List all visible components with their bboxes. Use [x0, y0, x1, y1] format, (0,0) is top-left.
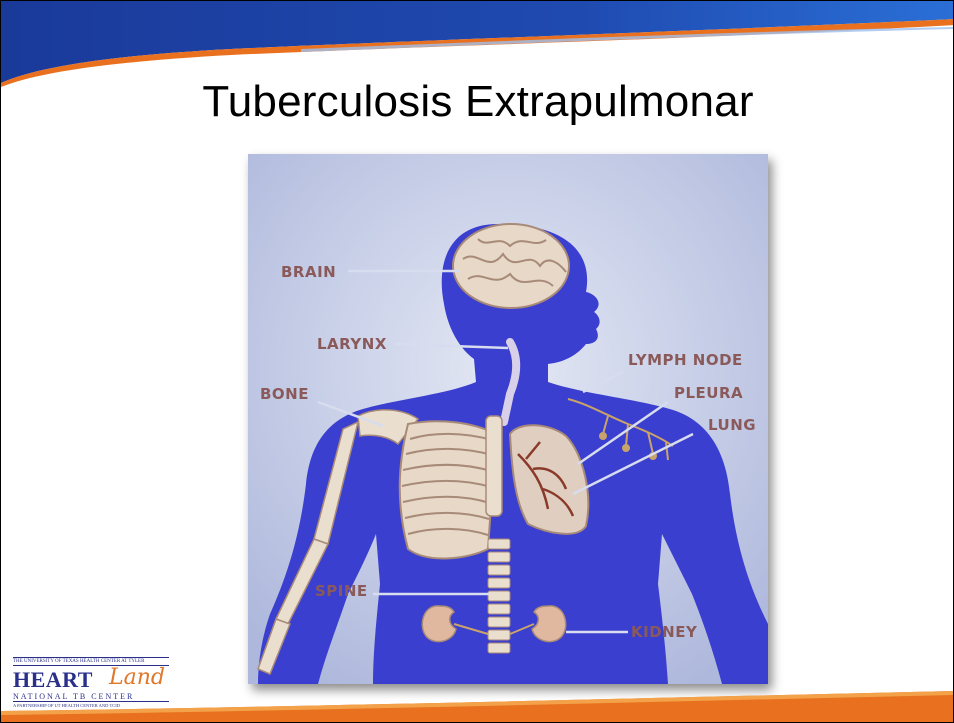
heartland-logo: THE UNIVERSITY OF TEXAS HEALTH CENTER AT…	[13, 657, 173, 713]
label-larynx: LARYNX	[317, 335, 387, 353]
brain-icon	[453, 224, 569, 308]
label-brain: BRAIN	[281, 263, 336, 281]
label-lung: LUNG	[708, 416, 756, 434]
label-spine: SPINE	[315, 582, 368, 600]
label-bone: BONE	[260, 385, 309, 403]
spine-icon	[488, 539, 510, 653]
label-lymph-node: LYMPH NODE	[628, 351, 743, 369]
anatomy-figure: BRAIN LARYNX LYMPH NODE BONE PLEURA LUNG…	[248, 154, 768, 684]
logo-land-text: Land	[109, 665, 165, 690]
label-kidney: KIDNEY	[631, 623, 698, 641]
logo-bottom-line: A PARTNERSHIP OF UT HEALTH CENTER AND TC…	[13, 701, 169, 708]
label-pleura: PLEURA	[674, 384, 743, 402]
rib-cage-icon	[400, 416, 502, 558]
slide-title: Tuberculosis Extrapulmonar	[1, 77, 954, 127]
logo-center-text: NATIONAL TB CENTER	[13, 692, 173, 701]
logo-wordmark: HEART Land	[13, 667, 173, 691]
logo-heart-text: HEART	[13, 667, 93, 693]
anatomy-illustration: BRAIN LARYNX LYMPH NODE BONE PLEURA LUNG…	[248, 154, 768, 684]
